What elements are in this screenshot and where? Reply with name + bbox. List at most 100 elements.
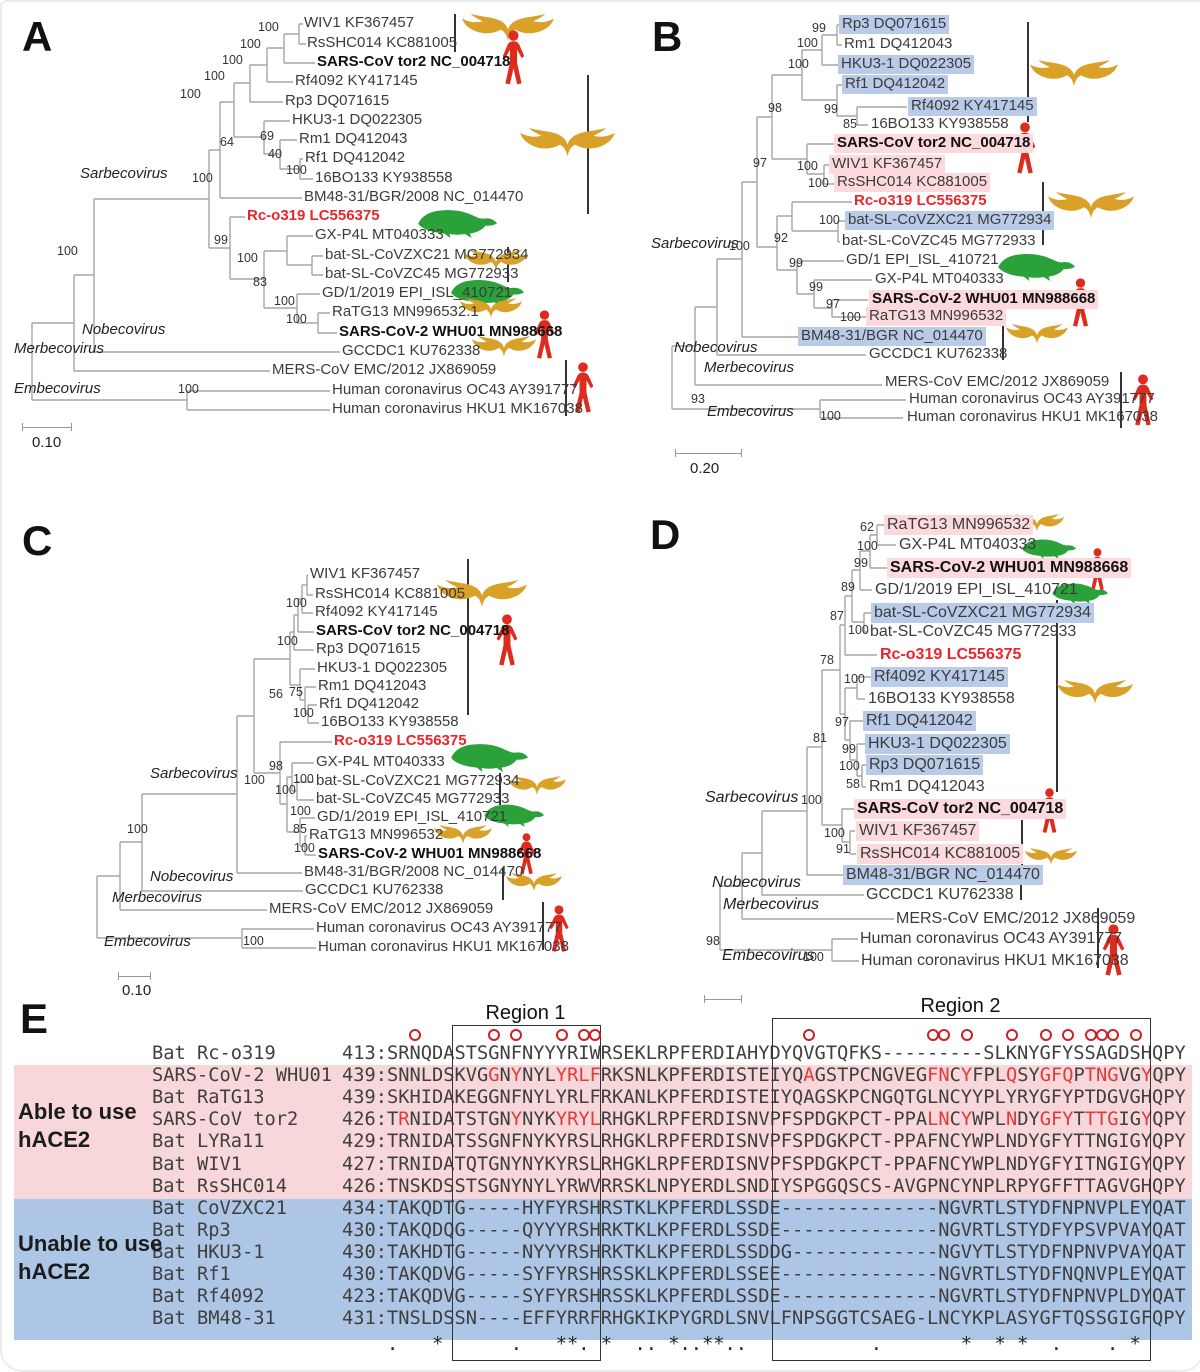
clade-bar	[1120, 372, 1122, 428]
alignment-sequence: TNSKDSSTSGNYNYLYRWVRRSKLNPYERDLSNDIYSPGG…	[387, 1175, 1186, 1197]
bootstrap-value: 100	[286, 596, 307, 610]
hace2-contact-circle	[960, 1029, 973, 1041]
alignment-sequence: TAKQDTG-----HYFYRSHRSTKLKPFERDLSSDE-----…	[387, 1197, 1186, 1219]
tip-label: Rf1 DQ412042	[863, 711, 976, 731]
bat-icon	[1030, 60, 1118, 93]
bootstrap-value: 92	[774, 231, 788, 245]
tip-label: RaTG13 MN996532	[884, 515, 1034, 535]
tip-label: Rm1 DQ412043	[844, 35, 953, 52]
tip-label: GX-P4L MT040333	[316, 753, 445, 770]
bootstrap-value: 99	[809, 280, 823, 294]
alignment-row-name: Bat BM48-31	[152, 1308, 276, 1330]
hace2-contact-circle	[555, 1029, 568, 1041]
tip-label: Rf1 DQ412042	[305, 149, 406, 166]
tip-label: bat-SL-CoVZXC21 MG772934	[871, 603, 1094, 623]
bootstrap-value: 100	[797, 159, 818, 173]
tip-label: WIV1 KF367457	[304, 14, 415, 31]
hace2-contact-circle	[1005, 1029, 1018, 1041]
scale-bar	[704, 995, 742, 1003]
tip-label: Rc-o319 LC556375	[854, 192, 987, 209]
alignment-row-start: 430:	[342, 1241, 388, 1263]
tip-label: bat-SL-CoVZXC21 MG772934	[325, 246, 529, 263]
alignment-row-start: 423:	[342, 1286, 388, 1308]
panel-letter-c: C	[22, 517, 53, 564]
bootstrap-value: 97	[826, 297, 840, 311]
alignment-sequence: TAKQDVG-----SYFYRSHRSSKLKPFERDLSSEE-----…	[387, 1264, 1186, 1285]
bat-icon	[1048, 192, 1134, 225]
bootstrap-value: 100	[801, 793, 822, 807]
tip-label: RaTG13 MN996532	[309, 826, 444, 843]
bootstrap-value: 99	[812, 21, 826, 35]
clade-label: Sarbecovirus	[651, 235, 739, 252]
human-icon	[1100, 924, 1127, 979]
tip-label: SARS-CoV-2 WHU01 MN988668	[339, 323, 563, 340]
bat-icon	[462, 14, 554, 48]
hace2-contact-circle	[487, 1029, 500, 1041]
tip-label: Human coronavirus OC43 AY391777	[332, 381, 578, 398]
alignment-sequence: TAKQDVG-----SYFYRSHRSSKLKPFERDLSSDE-----…	[387, 1286, 1186, 1308]
pangolin-icon	[415, 208, 497, 238]
bootstrap-value: 97	[753, 156, 767, 170]
bootstrap-value: 100	[797, 36, 818, 50]
tip-label: Rp3 DQ071615	[839, 15, 950, 34]
clade-label: Embecovirus	[707, 403, 794, 420]
bootstrap-value: 98	[706, 934, 720, 948]
alignment-row-start: 430:	[342, 1219, 388, 1241]
tip-label: Human coronavirus HKU1 MK167038	[318, 938, 569, 955]
bootstrap-value: 100	[258, 20, 279, 34]
alignment-sequence: SRNQDASTSGNFNYYYRIWRSEKLRPFERDIAHYDYQVGT…	[387, 1043, 1186, 1064]
tip-label: SARS-CoV tor2 NC_004718	[317, 53, 511, 70]
tip-label: GD/1/2019 EPI_ISL_410721	[317, 808, 508, 825]
bootstrap-value: 85	[293, 822, 307, 836]
tip-label: SARS-CoV-2 WHU01 MN988668	[318, 845, 542, 862]
tree-branches-b	[671, 24, 907, 419]
bootstrap-value: 100	[824, 826, 845, 840]
bootstrap-value: 100	[240, 37, 261, 51]
tip-label: SARS-CoV tor2 NC_004718	[854, 799, 1067, 819]
tip-label: WIV1 KF367457	[310, 565, 421, 582]
tip-label: Rp3 DQ071615	[866, 755, 984, 775]
tip-label: GCCDC1 KU762338	[342, 342, 481, 359]
tip-label: Rc-o319 LC556375	[247, 207, 380, 224]
tip-label: SARS-CoV-2 WHU01 MN988668	[887, 558, 1132, 578]
tip-label: Human coronavirus HKU1 MK167038	[861, 952, 1129, 969]
alignment-row-start: 430:	[342, 1264, 388, 1285]
alignment-row-name: Bat RaTG13	[152, 1087, 265, 1109]
bootstrap-value: 83	[253, 275, 267, 289]
tip-label: Rm1 DQ412043	[869, 778, 985, 795]
bootstrap-value: 100	[788, 57, 809, 71]
bat-icon	[1057, 680, 1133, 710]
clade-label: Embecovirus	[14, 380, 101, 397]
bat-icon	[434, 825, 492, 849]
tip-label: HKU3-1 DQ022305	[838, 55, 975, 74]
alignment-row-name: SARS-CoV tor2	[152, 1109, 299, 1131]
tip-label: MERS-CoV EMC/2012 JX869059	[272, 361, 497, 378]
bootstrap-value: 100	[844, 672, 865, 686]
bootstrap-value: 100	[204, 69, 225, 83]
clade-label: Nobecovirus	[712, 874, 801, 891]
hace2-contact-circle	[1039, 1029, 1052, 1041]
tip-label: bat-SL-CoVZXC21 MG772934	[845, 211, 1055, 230]
able-group-band	[14, 1065, 1192, 1199]
region-1-title: Region 1	[485, 1002, 566, 1024]
tip-label: GCCDC1 KU762338	[866, 886, 1014, 903]
bat-icon	[1025, 848, 1077, 869]
tip-label: 16BO133 KY938558	[871, 115, 1009, 132]
tip-label: GD/1/2019 EPI_ISL_410721	[322, 284, 513, 301]
tip-label: Rf4092 KY417145	[871, 667, 1008, 687]
bootstrap-value: 100	[840, 310, 861, 324]
tip-label: Rm1 DQ412043	[299, 130, 408, 147]
alignment-row-name: Bat WIV1	[152, 1153, 243, 1175]
alignment-row-name: Bat RsSHC014	[152, 1175, 288, 1197]
bootstrap-value: 100	[839, 759, 860, 773]
bootstrap-value: 99	[214, 233, 228, 247]
hace2-contact-circle	[927, 1029, 940, 1041]
tip-label: RaTG13 MN996532.1	[332, 303, 479, 320]
tip-label: Rc-o319 LC556375	[334, 732, 467, 749]
clade-label: Merbecovirus	[704, 359, 795, 376]
human-icon	[516, 833, 537, 877]
clade-label: Embecovirus	[104, 933, 191, 950]
alignment-sequence: TRNIDATQTGNYNYKYRSLRHGKLRPFERDISNVPFSPDG…	[387, 1153, 1186, 1175]
tip-label: WIV1 KF367457	[829, 155, 946, 174]
